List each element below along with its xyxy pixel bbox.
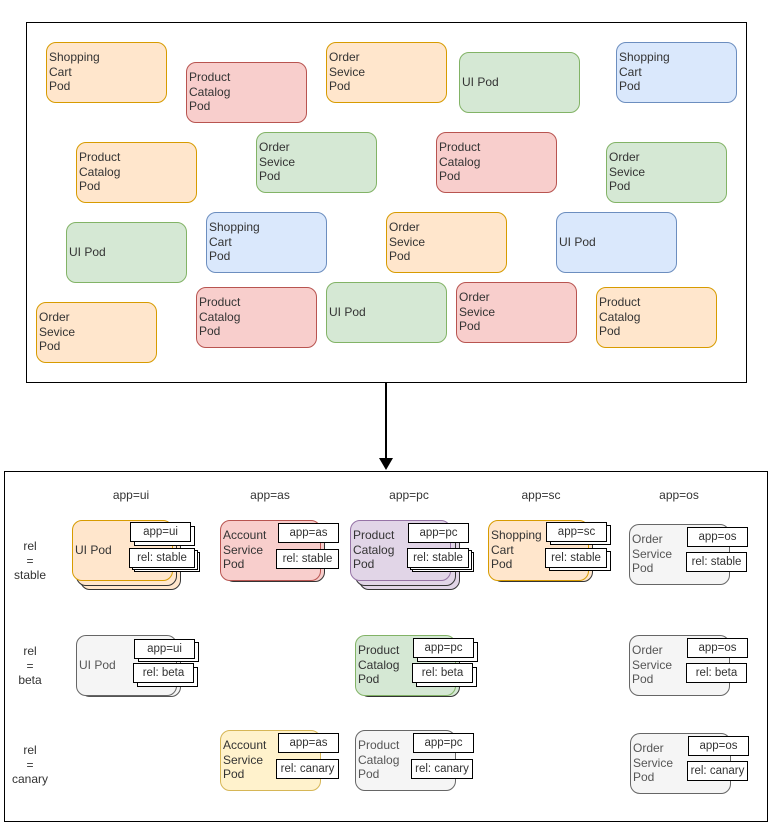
row-label-rel-stable: rel = stable: [13, 539, 47, 582]
app-label-tag: app=ui: [130, 522, 191, 542]
pod-order-service: Order Sevice Pod: [386, 212, 507, 273]
app-label-tag: app=pc: [413, 733, 474, 753]
app-label-tag: app=os: [687, 638, 748, 658]
app-label-tag: app=ui: [134, 639, 195, 659]
pod-order-service: Order Sevice Pod: [456, 282, 577, 343]
rel-label-tag: rel: stable: [129, 548, 195, 568]
app-label-tag: app=pc: [408, 523, 469, 543]
pod-order-service: Order Sevice Pod: [36, 302, 157, 363]
app-label-tag: app=as: [278, 733, 339, 753]
pod-shopping-cart: Shopping Cart Pod: [616, 42, 737, 103]
rel-label-tag: rel: canary: [276, 759, 339, 779]
pod-shopping-cart: Shopping Cart Pod: [206, 212, 327, 273]
rel-label-tag: rel: stable: [686, 552, 747, 572]
pod-ui: UI Pod: [326, 282, 447, 343]
rel-label-tag: rel: stable: [407, 548, 469, 568]
pod-ui: UI Pod: [459, 52, 580, 113]
app-label-tag: app=pc: [413, 638, 474, 658]
rel-label-tag: rel: beta: [412, 663, 473, 683]
pod-product-catalog: Product Catalog Pod: [196, 287, 317, 348]
pod-ui: UI Pod: [556, 212, 677, 273]
row-label-rel-canary: rel = canary: [11, 743, 49, 786]
rel-label-tag: rel: stable: [276, 549, 339, 569]
pod-order-service: Order Sevice Pod: [326, 42, 447, 103]
app-label-tag: app=as: [278, 523, 339, 543]
pod-shopping-cart: Shopping Cart Pod: [46, 42, 167, 103]
column-header-app-sc: app=sc: [521, 488, 561, 502]
pod-ui: UI Pod: [66, 222, 187, 283]
pod-product-catalog: Product Catalog Pod: [76, 142, 197, 203]
rel-label-tag: rel: beta: [133, 663, 194, 683]
app-label-tag: app=os: [688, 736, 749, 756]
app-label-tag: app=sc: [546, 522, 607, 542]
column-header-app-pc: app=pc: [389, 488, 429, 502]
pod-product-catalog: Product Catalog Pod: [186, 62, 307, 123]
rel-label-tag: rel: canary: [687, 761, 748, 781]
column-header-app-os: app=os: [659, 488, 699, 502]
rel-label-tag: rel: beta: [686, 663, 747, 683]
pod-product-catalog: Product Catalog Pod: [596, 287, 717, 348]
pod-order-service: Order Sevice Pod: [256, 132, 377, 193]
rel-label-tag: rel: stable: [545, 548, 607, 568]
pod-order-service: Order Sevice Pod: [606, 142, 727, 203]
rel-label-tag: rel: canary: [411, 759, 473, 779]
app-label-tag: app=os: [687, 527, 748, 547]
pod-product-catalog: Product Catalog Pod: [436, 132, 557, 193]
column-header-app-as: app=as: [250, 488, 290, 502]
column-header-app-ui: app=ui: [112, 488, 150, 502]
row-label-rel-beta: rel = beta: [18, 644, 42, 687]
